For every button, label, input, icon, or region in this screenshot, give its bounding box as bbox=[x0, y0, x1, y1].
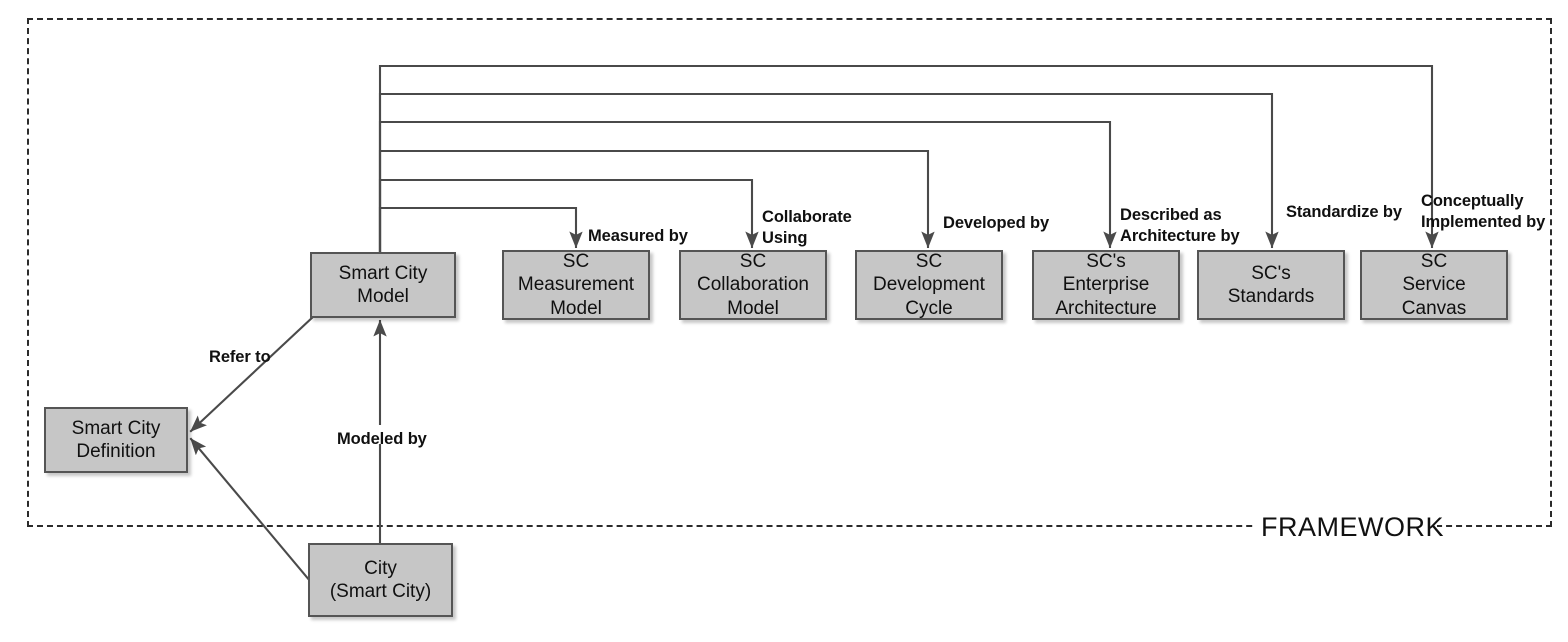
edge-label-collaborate-using: Collaborate Using bbox=[762, 208, 852, 248]
node-sc-collaboration-model[interactable]: SC Collaboration Model bbox=[679, 250, 827, 320]
edge-label-refer-to: Refer to bbox=[209, 348, 271, 366]
node-sc-development-cycle[interactable]: SC Development Cycle bbox=[855, 250, 1003, 320]
edge-label-measured-by: Measured by bbox=[588, 227, 688, 245]
edge-label-described-as-architecture-by: Described as Architecture by bbox=[1120, 206, 1240, 246]
node-scs-enterprise-architecture[interactable]: SC's Enterprise Architecture bbox=[1032, 250, 1180, 320]
edge-label-modeled-by: Modeled by bbox=[337, 430, 427, 448]
node-sc-service-canvas[interactable]: SC Service Canvas bbox=[1360, 250, 1508, 320]
edge-label-standardize-by: Standardize by bbox=[1286, 203, 1402, 221]
framework-label: FRAMEWORK bbox=[1255, 505, 1444, 549]
node-sc-measurement-model[interactable]: SC Measurement Model bbox=[502, 250, 650, 320]
framework-boundary bbox=[27, 18, 1552, 527]
node-smart-city-definition[interactable]: Smart City Definition bbox=[44, 407, 188, 473]
edge-label-developed-by: Developed by bbox=[943, 214, 1050, 232]
node-smart-city-model[interactable]: Smart City Model bbox=[310, 252, 456, 318]
node-scs-standards[interactable]: SC's Standards bbox=[1197, 250, 1345, 320]
node-city-smart-city[interactable]: City (Smart City) bbox=[308, 543, 453, 617]
edge-label-conceptually-implemented-by: Conceptually Implemented by bbox=[1421, 192, 1546, 232]
